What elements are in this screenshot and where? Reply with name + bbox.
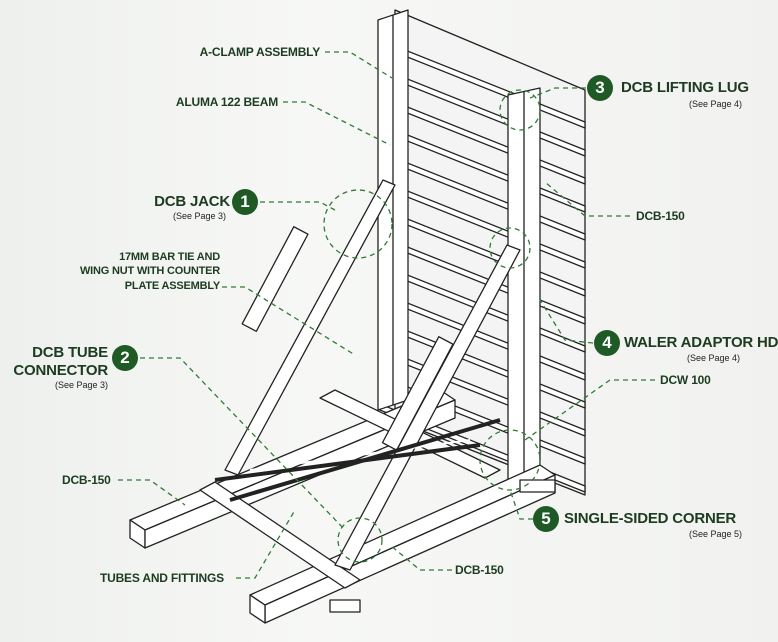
tube: [214, 443, 481, 482]
callout-4-badge: 4: [594, 330, 620, 356]
callout-1-badge: 1: [232, 189, 258, 215]
label-bar-tie-line3: PLATE ASSEMBLY: [124, 280, 220, 292]
callout-2-title-line1: DCB TUBE: [32, 344, 108, 361]
label-tubes-and-fittings: TUBES AND FITTINGS: [100, 571, 224, 585]
callout-5-ref: (See Page 5): [688, 529, 742, 539]
callout-1-ref: (See Page 3): [172, 211, 226, 221]
callout-2-badge: 2: [112, 345, 138, 371]
callout-5-title: SINGLE-SIDED CORNER: [564, 510, 737, 527]
callout-4-title: WALER ADAPTOR HD: [624, 334, 778, 351]
callout-2-ref: (See Page 3): [54, 380, 108, 390]
callout-1-title: DCB JACK: [154, 193, 230, 210]
label-aluma-122-beam: ALUMA 122 BEAM: [175, 95, 278, 109]
callout-5-badge: 5: [533, 506, 559, 532]
callout-4-ref: (See Page 4): [686, 353, 740, 363]
label-a-clamp-assembly: A-CLAMP ASSEMBLY: [199, 45, 321, 59]
callout-3-ref: (See Page 4): [688, 99, 742, 109]
label-dcb-150-right: DCB-150: [636, 209, 685, 223]
callout-3-badge: 3: [587, 75, 613, 101]
label-bar-tie-line2: WING NUT WITH COUNTER: [79, 265, 220, 277]
base-rail-right: [249, 464, 556, 606]
callout-3-title: DCB LIFTING LUG: [621, 79, 749, 96]
callout-2-title-line2: CONNECTOR: [13, 362, 108, 379]
label-bar-tie-line1: 17MM BAR TIE AND: [119, 251, 220, 263]
dcb-jack-body: [241, 226, 309, 332]
label-dcb-150-left: DCB-150: [62, 473, 111, 487]
base-pad: [519, 479, 556, 493]
cross-rail: [199, 481, 361, 589]
label-dcb-150-bottom: DCB-150: [455, 563, 504, 577]
label-dcw-100: DCW 100: [660, 373, 711, 387]
